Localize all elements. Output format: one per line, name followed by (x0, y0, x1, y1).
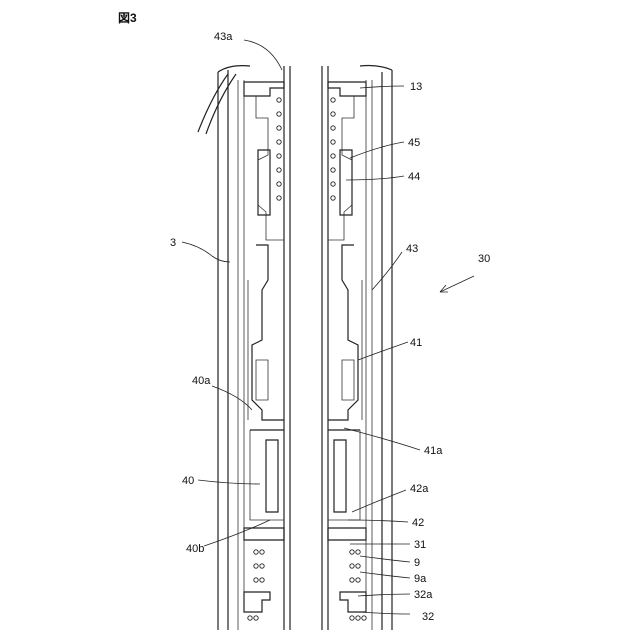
label-31: 31 (414, 539, 426, 551)
label-32a: 32a (414, 589, 433, 601)
label-32: 32 (422, 611, 434, 623)
label-40: 40 (182, 475, 194, 487)
part-44-block (258, 150, 352, 215)
label-43: 43 (406, 243, 418, 255)
label-43a: 43a (214, 31, 233, 43)
label-41a: 41a (424, 445, 443, 457)
label-30: 30 (478, 253, 490, 265)
upper-spring-left (277, 98, 281, 200)
cable (198, 74, 236, 134)
label-13: 13 (410, 81, 422, 93)
figure-title: 図3 (118, 11, 137, 25)
label-42a: 42a (410, 483, 429, 495)
label-3: 3 (170, 237, 176, 249)
lower-spring-right (350, 550, 360, 582)
label-41: 41 (410, 337, 422, 349)
bottom-seat-32 (244, 592, 366, 620)
label-9: 9 (414, 557, 420, 569)
label-45: 45 (408, 137, 420, 149)
upper-spring-right (331, 98, 335, 200)
center-rod (284, 66, 328, 630)
middle-piston-41 (248, 245, 362, 420)
label-42: 42 (412, 517, 424, 529)
label-9a: 9a (414, 573, 427, 585)
label-40b: 40b (186, 543, 204, 555)
upper-collar-43 (244, 82, 366, 240)
label-44: 44 (408, 171, 420, 183)
label-40a: 40a (192, 375, 211, 387)
lower-spring-left (254, 550, 264, 582)
